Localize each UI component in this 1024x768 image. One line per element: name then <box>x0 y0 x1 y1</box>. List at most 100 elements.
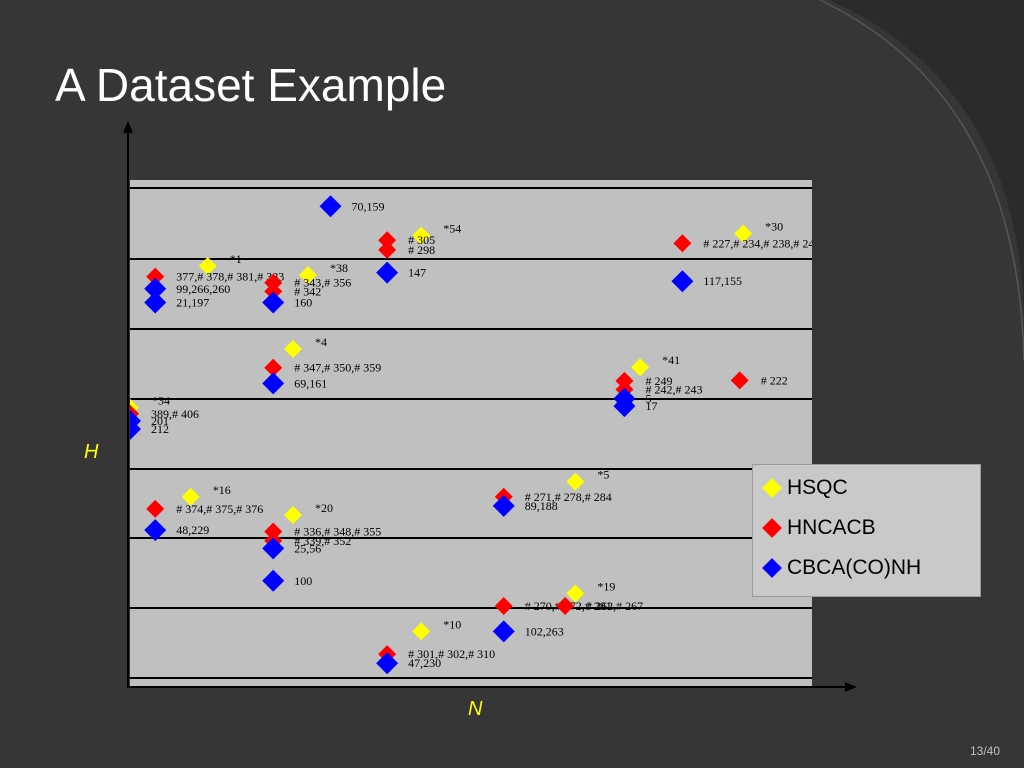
legend-item-hncacb: HNCACB <box>753 509 980 547</box>
point-label-hncacb-6: # 347,# 350,# 359 <box>294 361 381 375</box>
point-label-hsqc-3: *30 <box>765 220 783 234</box>
point-label-hsqc-0: *1 <box>230 252 242 266</box>
point-cbcaconh-16 <box>376 652 399 675</box>
point-cbcaconh-4 <box>376 261 399 284</box>
point-hsqc-2 <box>412 226 431 245</box>
point-label-cbcaconh-16: 47,230 <box>408 656 441 670</box>
point-cbcaconh-3 <box>262 291 285 314</box>
series-hsqc: *1 *38 *54 *30 *4 *41 *34 *16 *20 *5 *19 *10 <box>130 220 783 641</box>
point-label-hncacb-9: # 222 <box>761 373 788 387</box>
point-label-cbcaconh-11: 89,188 <box>525 499 558 513</box>
point-label-cbcaconh-3: 160 <box>294 295 312 309</box>
point-label-hncacb-3: # 305 <box>408 233 435 247</box>
point-hsqc-5 <box>631 358 650 377</box>
point-label-hncacb-1: # 343,# 356 <box>294 276 351 290</box>
point-hsqc-0 <box>198 257 217 276</box>
point-label-hncacb-14: # 339,# 352 <box>294 534 351 548</box>
point-hncacb-0 <box>146 267 165 286</box>
chart-legend: HSQC HNCACB CBCA(CO)NH <box>752 464 981 597</box>
point-label-cbcaconh-2: 21,197 <box>176 295 209 309</box>
legend-swatch-cbcaconh <box>762 558 782 578</box>
point-label-cbcaconh-0: 70,159 <box>352 199 385 213</box>
point-cbcaconh-6 <box>262 372 285 395</box>
point-hncacb-13 <box>264 522 283 541</box>
point-label-hncacb-12: # 271,# 278,# 284 <box>525 490 612 504</box>
point-cbcaconh-5 <box>671 270 694 293</box>
legend-label-hsqc: HSQC <box>787 476 848 499</box>
point-hncacb-2 <box>264 282 283 301</box>
point-cbcaconh-11 <box>492 494 515 517</box>
point-hsqc-4 <box>283 340 302 359</box>
x-axis-arrow <box>845 682 857 692</box>
point-hncacb-9 <box>730 371 749 390</box>
point-label-hncacb-13: # 336,# 348,# 355 <box>294 525 381 539</box>
plot-area <box>130 180 812 686</box>
point-label-hsqc-9: *5 <box>597 468 609 482</box>
point-hncacb-3 <box>378 231 397 250</box>
point-hncacb-4 <box>378 240 397 259</box>
point-cbcaconh-8 <box>613 395 636 418</box>
point-hsqc-9 <box>566 472 585 491</box>
legend-item-hsqc: HSQC <box>753 469 980 507</box>
slide-title: A Dataset Example <box>55 59 447 111</box>
point-label-hncacb-8: # 242,# 243 <box>645 382 702 396</box>
y-axis-arrow <box>123 121 133 133</box>
y-axis-label: H <box>84 441 99 463</box>
point-label-hsqc-8: *20 <box>315 501 333 515</box>
point-hsqc-11 <box>412 622 431 641</box>
point-label-cbcaconh-8: 17 <box>645 399 657 413</box>
point-hncacb-5 <box>673 234 692 253</box>
point-label-hsqc-5: *41 <box>662 353 680 367</box>
point-label-cbcaconh-7: 5 <box>645 392 651 406</box>
point-label-hncacb-7: # 249 <box>645 374 672 388</box>
point-hsqc-1 <box>299 266 318 285</box>
point-label-hsqc-7: *16 <box>213 483 231 497</box>
legend-swatch-hncacb <box>762 518 782 538</box>
point-cbcaconh-15 <box>492 620 515 643</box>
point-label-hncacb-2: # 342 <box>294 284 321 298</box>
point-label-cbcaconh-13: 25,56 <box>294 541 321 555</box>
legend-item-cbcaconh: CBCA(CO)NH <box>753 549 980 587</box>
point-cbcaconh-14 <box>262 569 285 592</box>
point-label-hncacb-11: # 374,# 375,# 376 <box>176 502 263 516</box>
point-hsqc-10 <box>566 584 585 603</box>
point-hncacb-15 <box>494 597 513 616</box>
point-label-hsqc-6: *34 <box>152 394 170 408</box>
point-label-cbcaconh-12: 48,229 <box>176 523 209 537</box>
point-hncacb-11 <box>146 499 165 518</box>
point-label-hncacb-10: 389,# 406 <box>151 407 199 421</box>
legend-label-cbcaconh: CBCA(CO)NH <box>787 556 922 579</box>
point-hsqc-7 <box>181 487 200 506</box>
point-cbcaconh-0 <box>319 195 342 218</box>
point-label-hsqc-2: *54 <box>443 222 461 236</box>
point-hncacb-6 <box>264 358 283 377</box>
point-label-hncacb-0: 377,# 378,# 381,# 383 <box>176 270 284 284</box>
point-label-cbcaconh-5: 117,155 <box>703 274 742 288</box>
point-label-cbcaconh-15: 102,263 <box>525 624 564 638</box>
point-label-cbcaconh-1: 99,266,260 <box>176 282 230 296</box>
legend-label-hncacb: HNCACB <box>787 516 876 539</box>
x-axis-label: N <box>468 698 483 720</box>
page-number: 13/40 <box>969 744 1000 758</box>
point-label-cbcaconh-6: 69,161 <box>294 376 327 390</box>
point-label-cbcaconh-9: 201 <box>151 414 169 428</box>
point-hsqc-8 <box>283 505 302 524</box>
point-label-hsqc-11: *10 <box>443 617 461 631</box>
point-label-hsqc-4: *4 <box>315 335 327 349</box>
point-hsqc-3 <box>734 224 753 243</box>
point-label-hsqc-1: *38 <box>330 261 348 275</box>
point-label-hsqc-10: *19 <box>597 579 615 593</box>
point-label-hncacb-5: # 227,# 234,# 238,# 240 <box>703 236 820 250</box>
point-hncacb-16 <box>556 597 575 616</box>
point-cbcaconh-2 <box>144 291 167 314</box>
legend-swatch-hsqc <box>762 478 782 498</box>
point-cbcaconh-12 <box>144 519 167 542</box>
point-cbcaconh-1 <box>144 277 167 300</box>
point-cbcaconh-13 <box>262 537 285 560</box>
point-label-hncacb-4: # 298 <box>408 243 435 257</box>
point-label-cbcaconh-4: 147 <box>408 266 426 280</box>
point-cbcaconh-10 <box>130 417 141 440</box>
